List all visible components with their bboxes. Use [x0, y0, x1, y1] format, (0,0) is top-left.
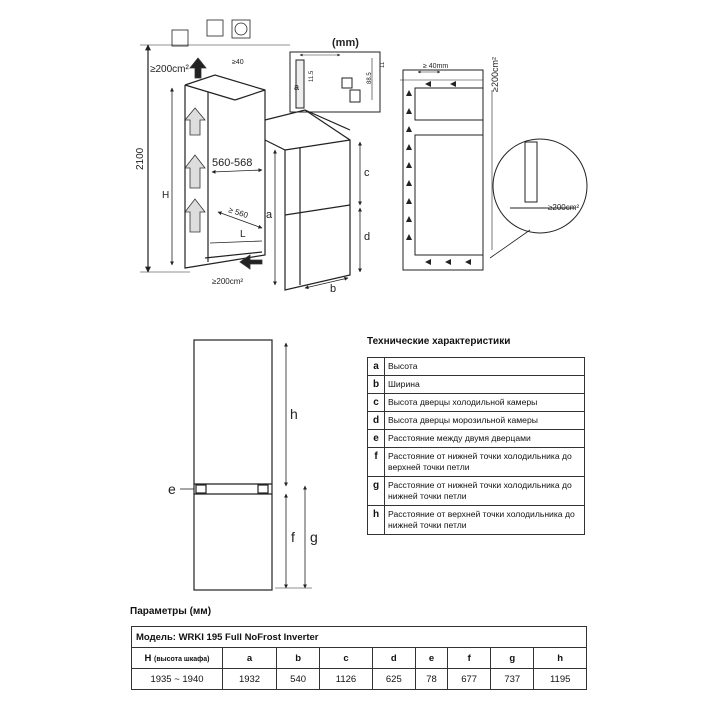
spec-text: Расстояние от нижней точки холодильника …	[384, 476, 585, 506]
letter-f: f	[291, 529, 295, 545]
value-b: 540	[276, 668, 321, 690]
vent-view	[400, 69, 588, 271]
spec-key: f	[367, 447, 385, 477]
spec-key: a	[367, 357, 385, 376]
params-table: Модель: WRKI 195 Full NoFrost Inverter H…	[131, 626, 587, 690]
value-e: 78	[414, 668, 449, 690]
fridge-iso	[264, 109, 362, 291]
niche-depth-label: ≥ 560	[227, 205, 249, 220]
header-e: e	[414, 647, 449, 669]
letter-g: g	[310, 529, 318, 545]
dim-88-5-label: 88.5	[367, 72, 373, 84]
spec-text: Расстояние между двумя дверцами	[384, 429, 585, 448]
niche-width-label: 560-568	[212, 157, 252, 169]
spec-title: Технические характеристики	[367, 336, 511, 347]
spec-text: Расстояние от нижней точки холодильника …	[384, 447, 585, 477]
header-f: f	[447, 647, 492, 669]
spec-key: h	[367, 505, 385, 535]
front-view	[180, 339, 312, 591]
spec-key: d	[367, 411, 385, 430]
height-total-label: 2100	[135, 147, 146, 170]
vent-top-label: ≥200cm²	[150, 64, 190, 75]
spec-text: Высота дверцы холодильной камеры	[384, 393, 585, 412]
value-c: 1126	[319, 668, 373, 690]
spec-text: Высота	[384, 357, 585, 376]
letter-a-detail: a	[294, 82, 299, 92]
value-a: 1932	[221, 668, 278, 690]
value-g: 737	[490, 668, 535, 690]
letter-h: h	[290, 406, 298, 422]
vent-bottom-label: ≥200cm²	[212, 277, 243, 286]
header-H-main: H	[144, 652, 152, 664]
hinge-icons	[171, 19, 251, 47]
spec-key: e	[367, 429, 385, 448]
header-g: g	[490, 647, 535, 669]
header-d: d	[371, 647, 416, 669]
vent-detail-label: ≥200cm²	[548, 203, 579, 212]
value-f: 677	[447, 668, 492, 690]
value-d: 625	[371, 668, 416, 690]
header-H-sub: (высота шкафа)	[154, 655, 210, 663]
depth-gap-label: ≥40	[232, 59, 244, 66]
header-H: H (высота шкафа)	[131, 647, 223, 669]
letter-d-top: d	[364, 231, 370, 243]
airflow-arrows	[184, 57, 263, 270]
header-a: a	[221, 647, 278, 669]
letter-L: L	[240, 229, 246, 240]
spec-key: b	[367, 375, 385, 394]
dim-11-label: 11	[380, 61, 386, 68]
letter-a-top: a	[266, 209, 273, 221]
params-title: Параметры (мм)	[130, 606, 212, 617]
letter-e: e	[168, 481, 176, 497]
hinge-detail	[289, 51, 381, 113]
spec-key: g	[367, 476, 385, 506]
letter-b-top: b	[330, 283, 336, 295]
unit-label: (mm)	[332, 37, 359, 49]
dim-11-5-label: 11.5	[309, 70, 315, 82]
letter-c-top: c	[364, 167, 370, 179]
spec-text: Расстояние от верхней точки холодильника…	[384, 505, 585, 535]
spec-text: Высота дверцы морозильной камеры	[384, 411, 585, 430]
letter-H: H	[162, 190, 169, 201]
right-gap-label: ≥ 40mm	[423, 63, 448, 70]
spec-text: Ширина	[384, 375, 585, 394]
value-h: 1195	[533, 668, 587, 690]
model-name: Модель: WRKI 195 Full NoFrost Inverter	[131, 626, 587, 648]
header-b: b	[276, 647, 321, 669]
value-H: 1935 ~ 1940	[131, 668, 223, 690]
vent-right-label: ≥200cm²	[490, 57, 500, 92]
header-c: c	[319, 647, 373, 669]
spec-key: c	[367, 393, 385, 412]
header-h: h	[533, 647, 587, 669]
vent-arrows	[406, 81, 471, 265]
niche-drawing	[140, 44, 290, 273]
